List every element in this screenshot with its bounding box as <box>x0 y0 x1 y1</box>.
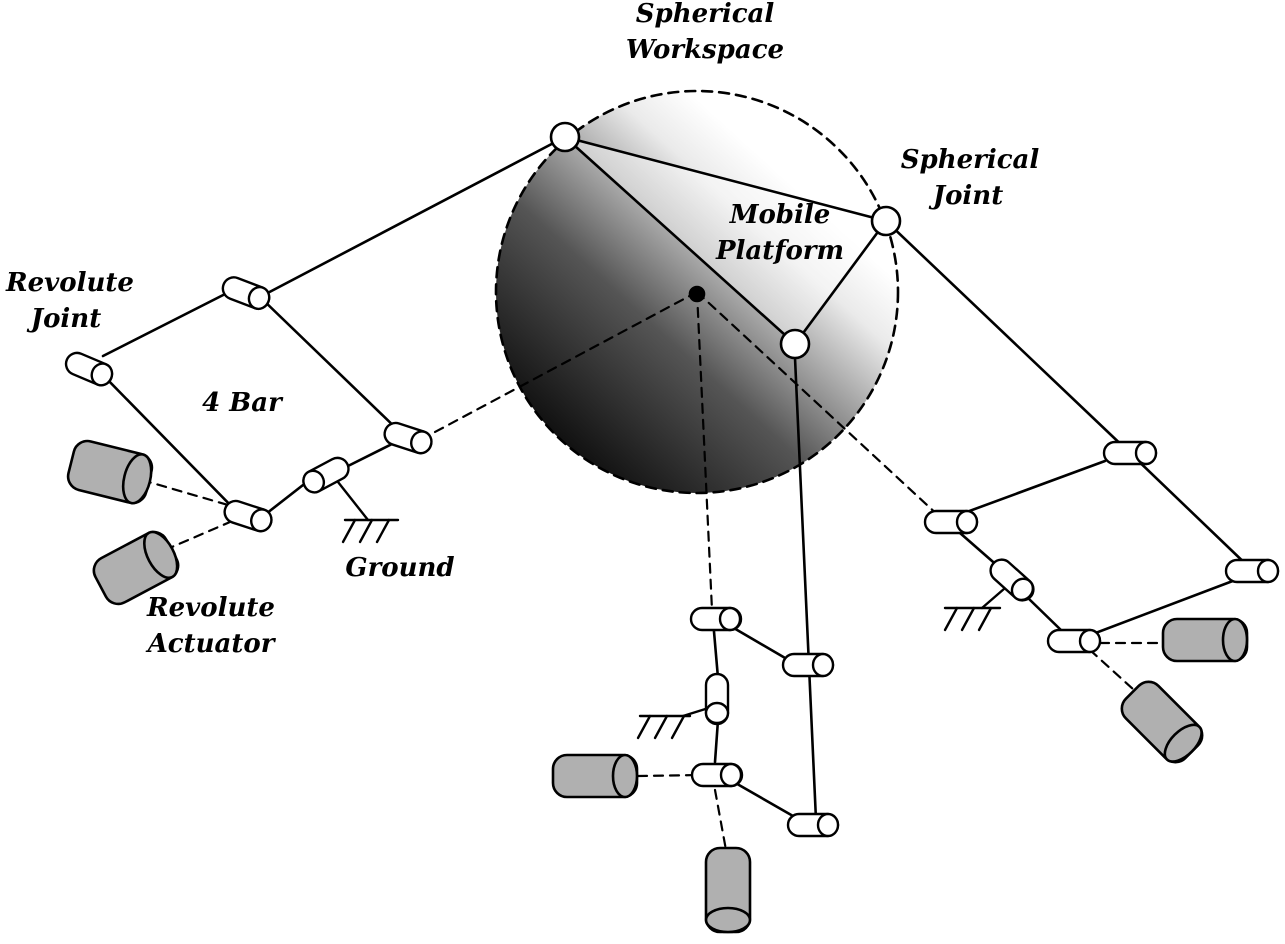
revolute-joint <box>923 509 979 535</box>
ground-label: Ground <box>345 553 455 583</box>
revolute-joint <box>64 351 114 387</box>
revolute-joint <box>223 499 273 533</box>
spherical-joint-bottom <box>779 328 811 360</box>
label-line: Spherical <box>900 145 1040 175</box>
revolute-joint <box>302 456 350 494</box>
revolute-joint <box>689 606 743 632</box>
revolute-joint <box>781 652 835 678</box>
spherical-joints <box>549 121 902 360</box>
ground-symbol-left <box>336 480 400 544</box>
revolute-joint <box>704 672 730 726</box>
label-line: Platform <box>715 236 845 266</box>
label-line: Actuator <box>147 629 275 659</box>
revolute-actuator <box>704 846 752 934</box>
revolute-joint <box>1046 628 1102 654</box>
revolute-joint <box>690 762 744 788</box>
revolute-joint <box>221 276 271 311</box>
label-line: Joint <box>30 304 102 334</box>
spherical-joint-label: Spherical Joint <box>880 142 1060 214</box>
label-line: Revolute <box>147 593 275 623</box>
spherical-joint-right <box>870 205 902 237</box>
joint-axes <box>140 290 1170 852</box>
mobile-platform-label: Mobile Platform <box>700 197 860 269</box>
label-line: Mobile <box>729 200 831 230</box>
label-line: Revolute <box>6 268 134 298</box>
revolute-joint <box>989 558 1035 602</box>
revolute-joint <box>786 812 840 838</box>
revolute-actuator <box>66 439 154 505</box>
revolute-actuators <box>66 439 1249 934</box>
revolute-joint <box>1224 558 1280 584</box>
label-line: Workspace <box>625 35 785 65</box>
revolute-actuator <box>92 530 180 606</box>
spherical-joint-top <box>549 121 581 153</box>
four-bar-label: 4 Bar <box>202 388 282 418</box>
revolute-actuator-label: Revolute Actuator <box>136 590 286 662</box>
revolute-joint <box>1102 440 1158 466</box>
ground-symbol-bottom <box>636 704 717 740</box>
ground-symbol-right <box>943 580 1014 632</box>
label-line: Joint <box>932 181 1004 211</box>
revolute-joint-label: Revolute Joint <box>0 265 140 337</box>
revolute-joints <box>64 276 1280 838</box>
workspace-center-point <box>688 285 706 303</box>
revolute-actuator <box>1120 680 1204 764</box>
spherical-workspace-label: Spherical Workspace <box>600 0 810 68</box>
label-line: Spherical <box>635 0 775 29</box>
revolute-actuator <box>1161 617 1249 663</box>
revolute-actuator <box>551 753 639 799</box>
revolute-joint <box>383 421 433 455</box>
